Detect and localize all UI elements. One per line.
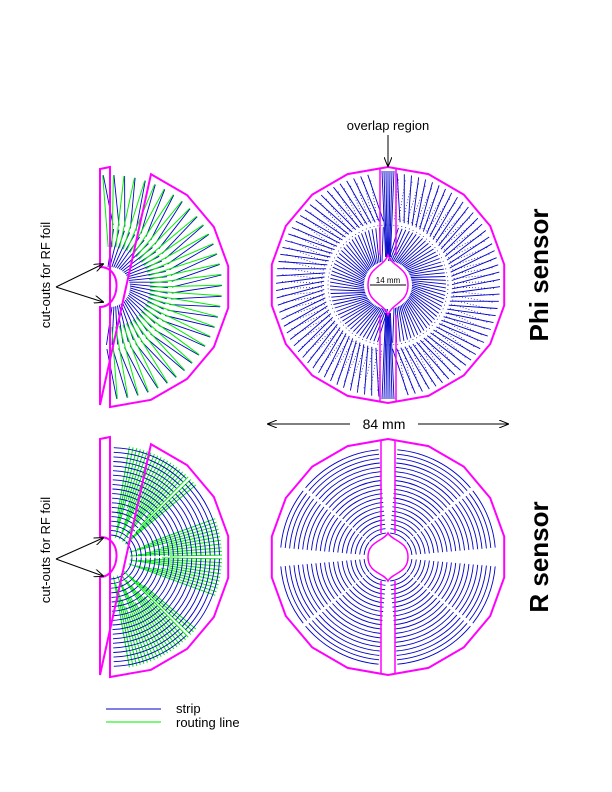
cutouts-arrow-top-1 [55, 264, 103, 288]
legend-routing-label: routing line [176, 715, 240, 730]
cutouts-label-bottom: cut-outs for RF foil [38, 497, 53, 603]
phi-sensor-title: Phi sensor [524, 209, 554, 342]
width-dimension-label: 84 mm [363, 416, 406, 432]
annotations: overlap region cut-outs for RF foil cut-… [38, 118, 554, 613]
hole-dimension-label: 14 mm [376, 276, 401, 285]
r-sensor-full [270, 437, 506, 677]
r-sensor-half [99, 435, 230, 679]
r-half-routing-lines [113, 446, 223, 668]
phi-half-outline [99, 165, 230, 409]
overlap-region-label: overlap region [347, 118, 429, 133]
cutouts-label-top: cut-outs for RF foil [38, 222, 53, 328]
cutouts-arrow-bottom-1 [55, 538, 103, 560]
r-half-strips [110, 447, 220, 667]
phi-sensor-full [270, 165, 506, 405]
cutouts-arrow-top-2 [55, 286, 103, 302]
r-full-strips [280, 441, 496, 673]
phi-full-center-hole [367, 252, 409, 318]
r-full-center-hole [367, 531, 409, 583]
cutouts-arrow-bottom-2 [55, 558, 103, 576]
legend-strip-label: strip [176, 701, 201, 716]
legend: strip routing line [106, 701, 240, 730]
phi-half-strips [102, 175, 223, 399]
r-full-outline [270, 437, 506, 677]
r-sensor-title: R sensor [524, 501, 554, 612]
phi-full-strips [275, 169, 501, 401]
phi-sensor-half [99, 165, 230, 409]
phi-full-outline [270, 165, 506, 405]
